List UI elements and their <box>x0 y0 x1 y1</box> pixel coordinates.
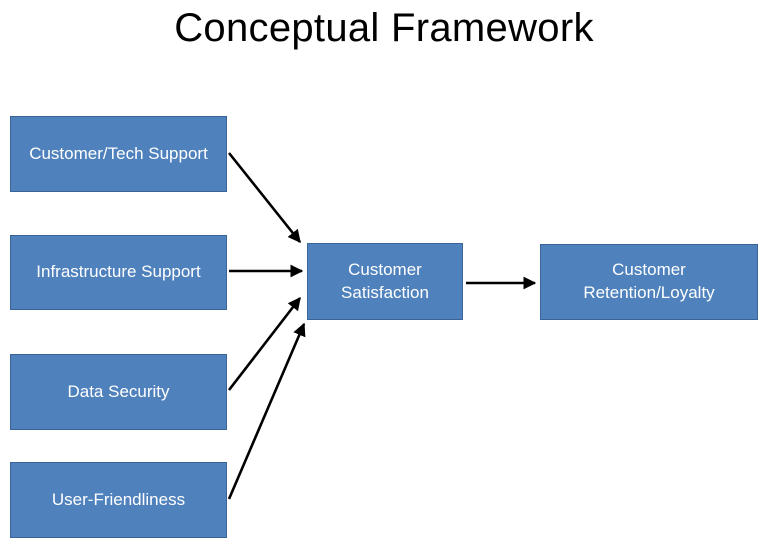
arrow-data-security-to-satisfaction <box>227 296 302 391</box>
node-infrastructure-support: Infrastructure Support <box>10 235 227 310</box>
diagram-title: Conceptual Framework <box>174 6 594 50</box>
arrow-user-friendliness-to-satisfaction <box>227 322 306 500</box>
node-customer-tech-support: Customer/Tech Support <box>10 116 227 192</box>
node-data-security: Data Security <box>10 354 227 430</box>
node-label: Infrastructure Support <box>36 262 201 282</box>
node-user-friendliness: User-Friendliness <box>10 462 227 538</box>
node-label-line-1: Customer <box>348 259 422 279</box>
node-label: Data Security <box>67 381 170 401</box>
node-label-line-2: Satisfaction <box>341 282 429 302</box>
node-label-line-1: Customer <box>612 260 686 280</box>
node-customer-satisfaction: Customer Satisfaction <box>307 243 463 320</box>
node-label-line-2: Retention/Loyalty <box>583 283 715 302</box>
node-customer-retention-loyalty: Customer Retention/Loyalty <box>540 244 758 320</box>
arrow-tech-support-to-satisfaction <box>227 152 302 244</box>
node-label: User-Friendliness <box>51 489 186 509</box>
node-label: Customer/Tech Support <box>29 143 208 163</box>
